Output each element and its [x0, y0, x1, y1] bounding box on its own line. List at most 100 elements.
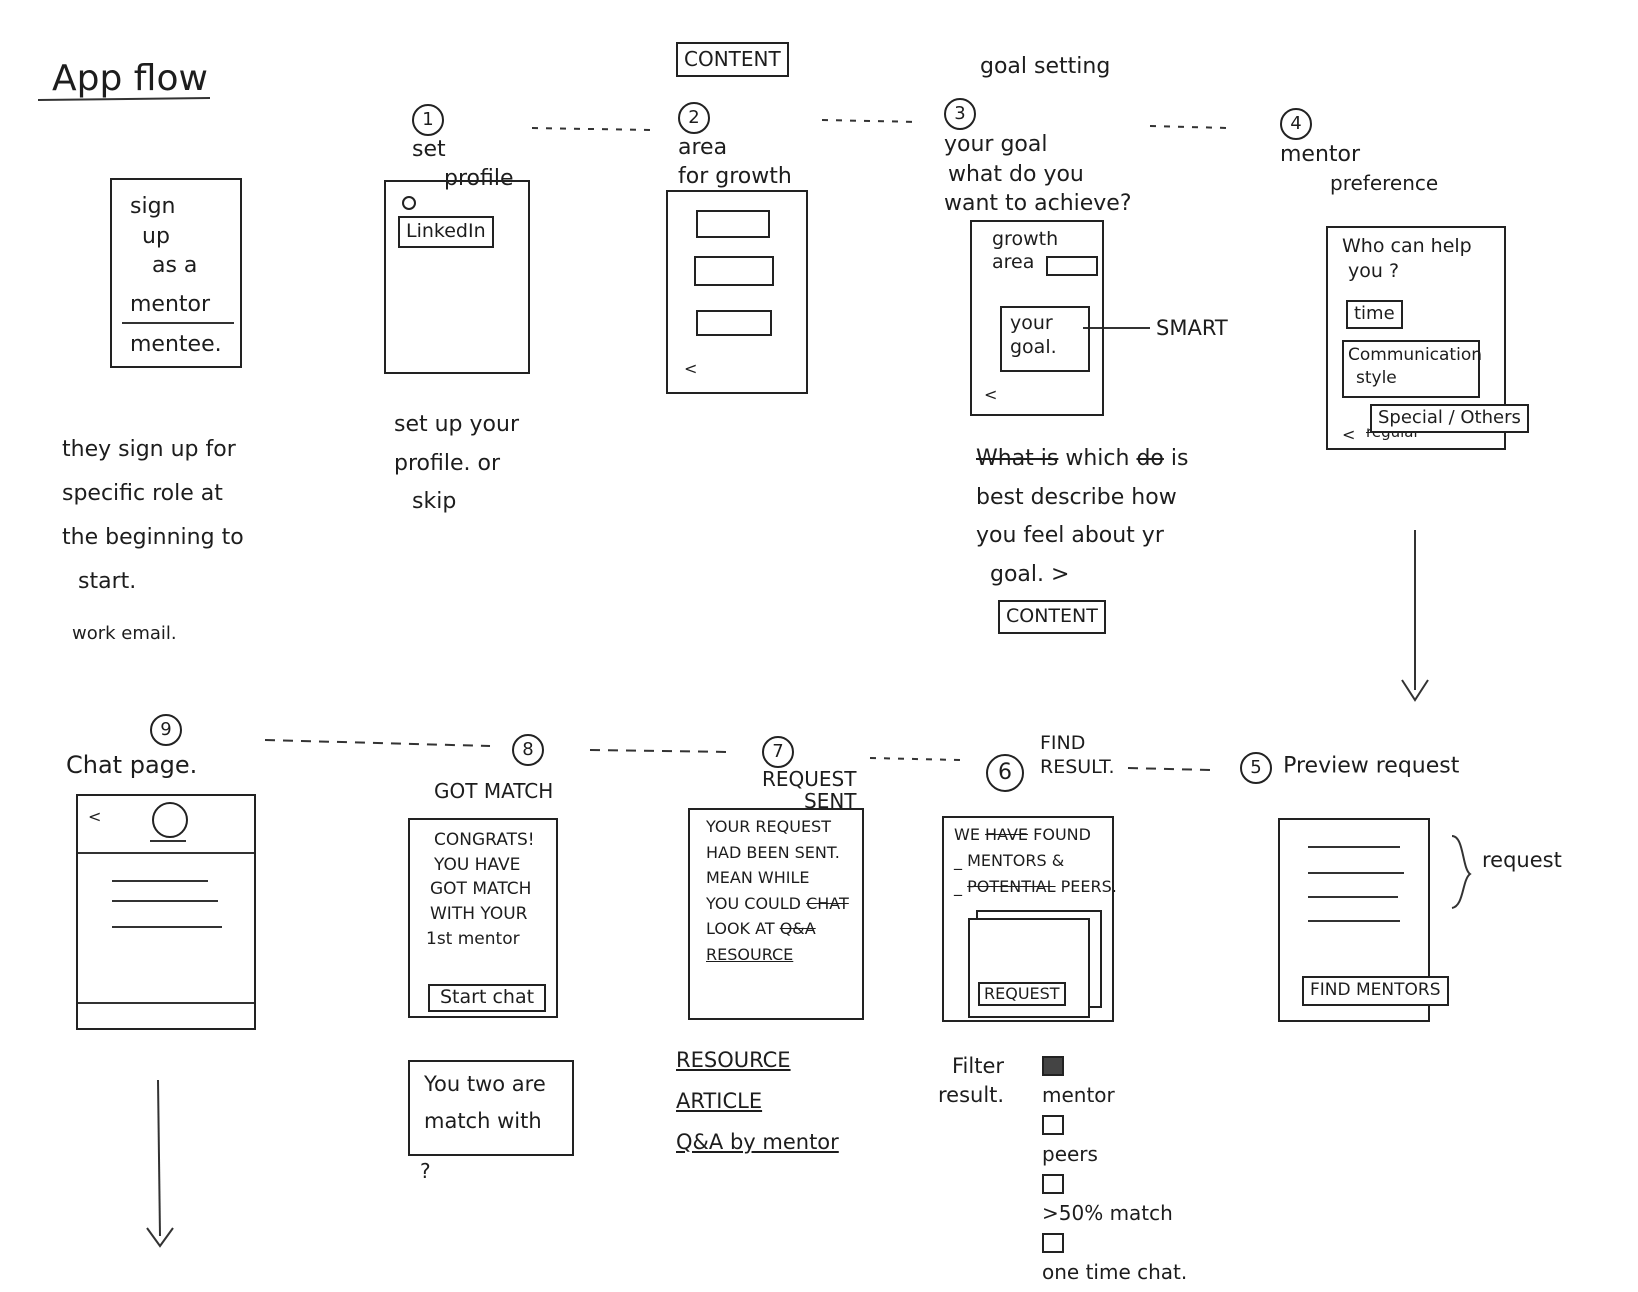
contact-avatar-icon [152, 802, 188, 838]
step-title-line: preference [1330, 170, 1439, 195]
filter-option-one-time-chat[interactable]: one time chat. [1042, 1233, 1187, 1292]
step-title-line: for growth [678, 163, 792, 189]
checkbox-icon[interactable] [1042, 1233, 1064, 1253]
step-number: 6 [986, 754, 1024, 792]
sent-line: YOUR REQUEST [706, 817, 831, 836]
back-chevron-icon[interactable]: < [88, 807, 102, 826]
content-box: CONTENT [998, 600, 1106, 634]
request-button[interactable]: REQUEST [978, 982, 1066, 1007]
step-title-line: your goal [944, 132, 1048, 157]
back-chevron-icon[interactable]: < [1342, 425, 1356, 444]
filter-option-match[interactable]: >50% match [1042, 1174, 1187, 1233]
step2-screen: < [666, 190, 808, 394]
content-tag: CONTENT [676, 42, 789, 77]
preview-request-screen [1278, 818, 1430, 1022]
signup-screen: sign up as a mentor mentee. [110, 178, 242, 368]
filter-option-peers[interactable]: peers [1042, 1115, 1187, 1174]
growth-area-option-3[interactable] [696, 310, 772, 336]
step3-screen: growth area your goal. < [970, 220, 1104, 416]
match-note-question: ? [420, 1159, 431, 1183]
linkedin-button[interactable]: LinkedIn [398, 216, 494, 248]
resource-link-item[interactable]: Q&A by mentor [676, 1129, 839, 1154]
signup-line: as a [152, 253, 198, 279]
step1-note: set up your profile. or skip [394, 406, 519, 522]
step-title-line: RESULT. [1040, 755, 1115, 778]
step6-number-wrap: 6 [986, 754, 1030, 792]
note-line: goal. > [990, 561, 1070, 587]
arrow-head-icon [146, 1227, 174, 1248]
sent-strike: Q&A [779, 919, 816, 939]
filter-label-line: result. [938, 1083, 1005, 1108]
result-strike: HAVE [985, 825, 1029, 844]
step-title-line: area [678, 135, 728, 160]
preview-line [1308, 920, 1400, 922]
match-line: 1st mentor [426, 928, 520, 949]
sent-strike: CHAT [806, 893, 849, 913]
step3-note: What is which do is best describe how yo… [976, 440, 1188, 594]
checkbox-checked-icon[interactable] [1042, 1056, 1064, 1076]
note-line: they sign up for [62, 437, 236, 462]
step5-title-wrap: 5 Preview request [1240, 752, 1459, 784]
growth-area-label: growth [992, 228, 1059, 250]
sent-line: LOOK AT [706, 919, 775, 939]
note-word: is [1170, 446, 1189, 471]
back-chevron-icon[interactable]: < [984, 385, 998, 404]
signup-note-extra: work email. [72, 623, 177, 644]
page-title: App flow [52, 58, 208, 99]
signup-line: sign [130, 194, 176, 219]
message-line [112, 900, 218, 902]
checkbox-icon[interactable] [1042, 1174, 1064, 1194]
resource-links: RESOURCE ARTICLE Q&A by mentor [676, 1040, 839, 1163]
result-word: PEERS. [1060, 877, 1117, 896]
step-title-line: profile [444, 165, 514, 191]
start-chat-button[interactable]: Start chat [428, 984, 547, 1012]
growth-area-option-1[interactable] [696, 210, 770, 238]
preview-line [1308, 896, 1398, 898]
preview-line [1308, 872, 1404, 874]
communication-style-chip[interactable]: Communication style [1342, 340, 1482, 398]
note-line: profile. or [394, 450, 500, 476]
result-card[interactable]: REQUEST [968, 918, 1090, 1018]
result-strike: POTENTIAL [967, 877, 1056, 896]
goal-field-line: your [1010, 312, 1053, 334]
question-line: you ? [1348, 259, 1400, 282]
checkbox-icon[interactable] [1042, 1115, 1064, 1135]
smart-label: SMART [1156, 316, 1228, 340]
special-others-chip[interactable]: Special / Others [1370, 404, 1529, 433]
find-mentors-button[interactable]: FIND MENTORS [1302, 976, 1449, 1006]
back-chevron-icon[interactable]: < [684, 359, 698, 378]
growth-area-option-2[interactable] [694, 256, 774, 286]
filter-option-mentor[interactable]: mentor [1042, 1056, 1187, 1115]
growth-area-field[interactable] [1046, 256, 1098, 276]
resource-link-item[interactable]: RESOURCE [676, 1048, 791, 1072]
sent-line: YOU COULD [706, 893, 801, 913]
sent-line: MEAN WHILE [706, 868, 810, 888]
dotted-connector [1149, 125, 1229, 129]
note-line: You two are [424, 1072, 546, 1096]
signup-option-mentee[interactable]: mentee. [130, 332, 222, 357]
resource-link-item[interactable]: ARTICLE [676, 1088, 763, 1113]
step-number: 3 [944, 98, 976, 130]
sent-line: HAD BEEN SENT. [706, 842, 840, 862]
signup-option-mentor[interactable]: mentor [130, 292, 211, 317]
step5-title: Preview request [1283, 753, 1460, 779]
your-goal-field[interactable]: your goal. [1000, 306, 1090, 372]
resource-link[interactable]: RESOURCE [706, 944, 794, 964]
note-line: you feel about yr [976, 523, 1164, 548]
signup-line: up [142, 223, 170, 249]
note-line: best describe how [976, 484, 1177, 510]
step1-screen: LinkedIn [384, 180, 530, 374]
note-strike: What is [976, 446, 1059, 471]
filter-label: Filter result. [938, 1052, 1004, 1111]
step-title-line: REQUEST [762, 767, 857, 791]
note-line: the beginning to [62, 525, 244, 550]
dotted-connector [531, 127, 651, 131]
find-result-screen: WE HAVE FOUND _ MENTORS & _ POTENTIAL PE… [942, 816, 1117, 1022]
match-line: CONGRATS! [434, 830, 535, 850]
avatar-underline [150, 840, 186, 842]
note-line: start. [78, 569, 137, 594]
time-chip[interactable]: time [1346, 300, 1403, 329]
